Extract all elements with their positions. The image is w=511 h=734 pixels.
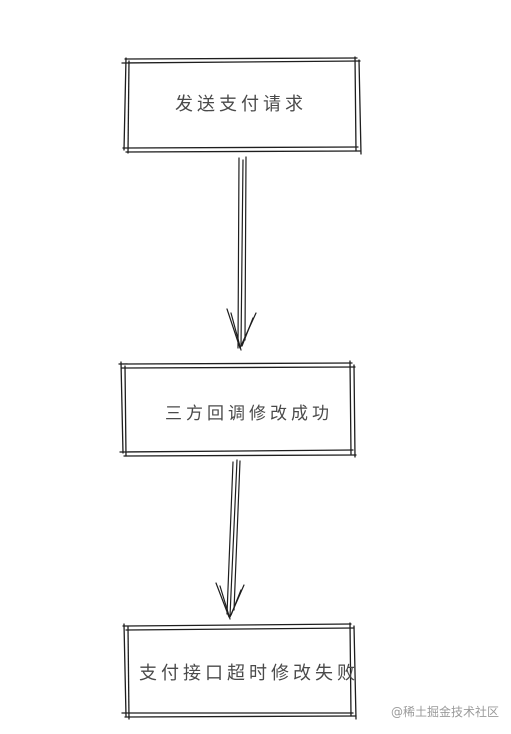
node-callback-border [118, 360, 357, 458]
node-timeout-update-failure: 支付接口超时修改失败 [121, 622, 359, 720]
node-callback-update-success: 三方回调修改成功 [118, 360, 357, 458]
edge-callback-to-timeout [215, 459, 245, 620]
watermark: @稀土掘金技术社区 [390, 705, 499, 719]
node-send-border [121, 56, 362, 155]
node-send-payment-request: 发送支付请求 [121, 56, 362, 155]
node-timeout-label: 支付接口超时修改失败 [139, 663, 359, 684]
node-callback-label: 三方回调修改成功 [165, 404, 333, 424]
edge-send-to-callback [226, 156, 257, 351]
node-send-label: 发送支付请求 [175, 94, 307, 115]
node-timeout-border [121, 622, 357, 720]
